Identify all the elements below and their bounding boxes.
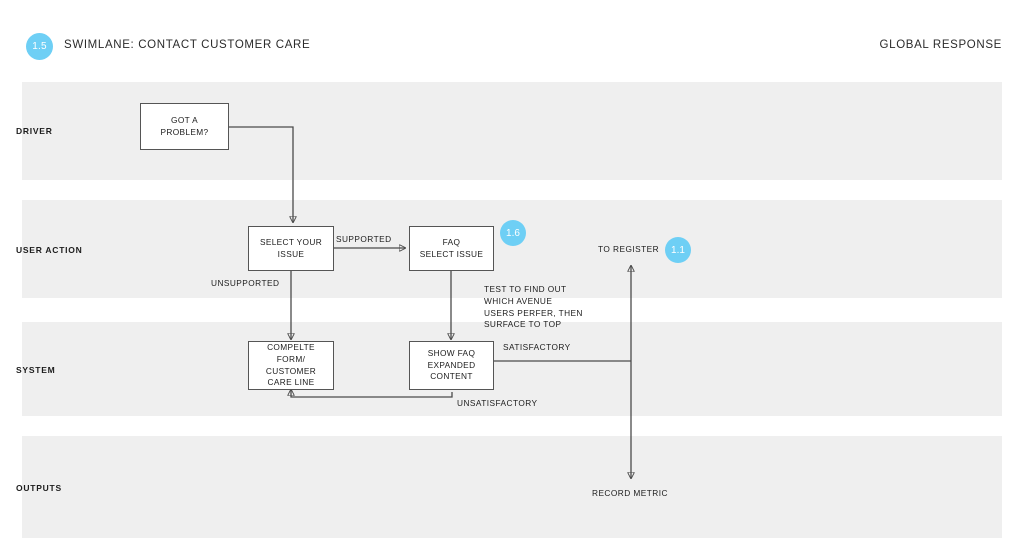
swimlane-label-outputs: OUTPUTS	[16, 483, 62, 493]
step-badge-1-6[interactable]: 1.6	[500, 220, 526, 246]
edge-label-supported: SUPPORTED	[336, 234, 392, 244]
edge-label-satisfactory: SATISFACTORY	[503, 342, 571, 352]
swimlane-label-user-action: USER ACTION	[16, 245, 83, 255]
swimlane-label-system: SYSTEM	[16, 365, 56, 375]
edge-label-record-metric: RECORD METRIC	[592, 488, 668, 498]
step-badge-1-1[interactable]: 1.1	[665, 237, 691, 263]
edge-label-to-register: TO REGISTER	[598, 244, 660, 254]
swimlane-user-action	[22, 200, 1002, 298]
swimlane-label-driver: DRIVER	[16, 126, 53, 136]
header-right-label: GLOBAL RESPONSE	[879, 39, 1002, 51]
edge-label-unsupported: UNSUPPORTED	[211, 278, 280, 288]
page-title: SWIMLANE: CONTACT CUSTOMER CARE	[64, 39, 311, 51]
swimlane-system	[22, 322, 1002, 416]
header-step-badge: 1.5	[26, 33, 53, 60]
swimlane-outputs	[22, 436, 1002, 538]
edge-label-unsatisfactory: UNSATISFACTORY	[457, 398, 538, 408]
